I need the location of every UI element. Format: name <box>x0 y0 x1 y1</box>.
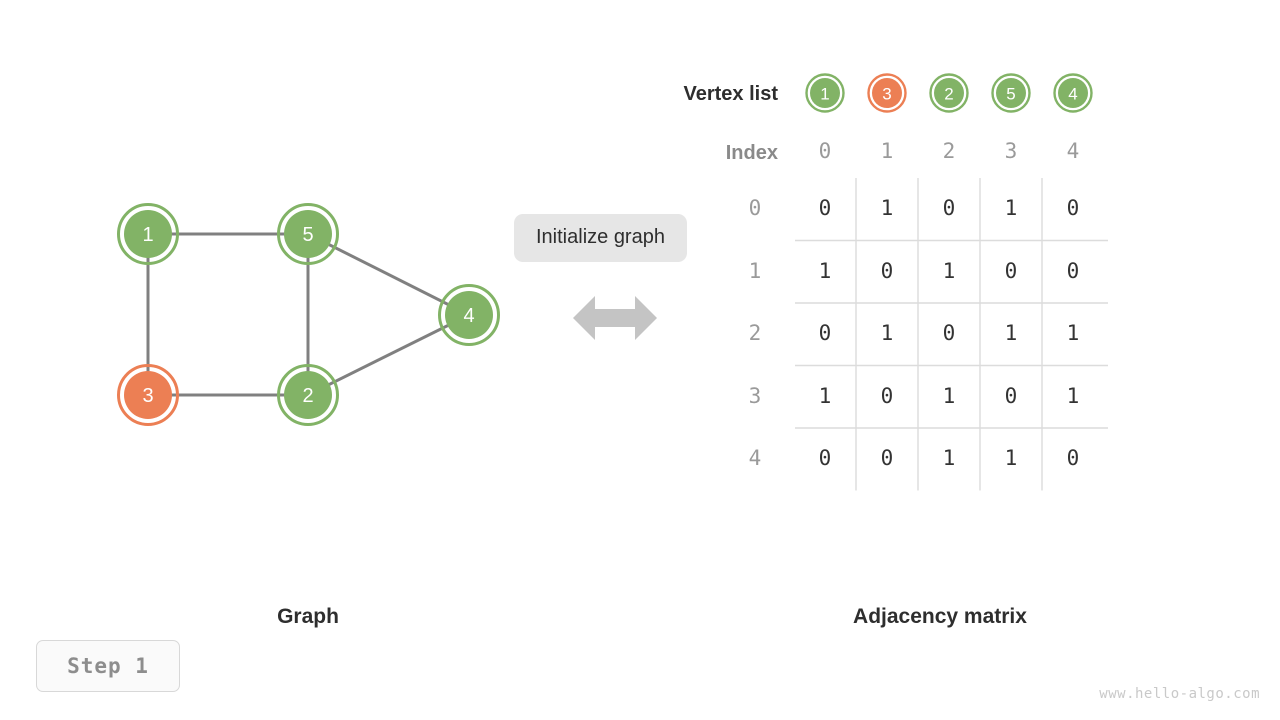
graph-vertex-label: 2 <box>302 385 313 407</box>
matrix-row-index-1: 1 <box>748 258 762 283</box>
vertex-chip-5[interactable]: 5 <box>991 73 1031 113</box>
matrix-cell-3-0: 1 <box>818 383 832 408</box>
svg-text:3: 3 <box>882 85 891 104</box>
graph-caption: Graph <box>277 605 339 628</box>
graph-vertex-1[interactable]: 1 <box>117 203 179 265</box>
matrix-cell-0-2: 0 <box>942 196 956 221</box>
double-headed-arrow-icon <box>573 296 657 345</box>
graph-vertex-ring <box>277 364 339 426</box>
matrix-cell-1-3: 0 <box>1004 258 1018 283</box>
matrix-cell-1-1: 0 <box>880 258 894 283</box>
svg-text:1: 1 <box>820 85 829 104</box>
graph-vertex-group: 1 5 4 3 2 <box>117 203 500 426</box>
graph-vertex-2[interactable]: 2 <box>277 364 339 426</box>
graph-vertex-ring <box>117 203 179 265</box>
svg-text:4: 4 <box>1068 85 1077 104</box>
vertex-chip-2[interactable]: 2 <box>929 73 969 113</box>
matrix-cell-4-3: 1 <box>1004 446 1018 471</box>
step-badge: Step 1 <box>36 640 180 692</box>
adjacency-matrix-panel: Vertex list Index 1 3 2 5 4 0 1 2 3 4 0 1 2 3 4 0 1 0 1… <box>640 40 1160 520</box>
matrix-column-index-0: 0 <box>818 139 832 163</box>
graph-vertex-label: 4 <box>463 305 474 327</box>
graph-figure: 1 5 4 3 2 <box>117 203 500 426</box>
matrix-column-index-1: 1 <box>880 139 894 163</box>
graph-panel: 1 5 4 3 2 <box>0 0 520 520</box>
matrix-cell-2-0: 0 <box>818 321 832 346</box>
matrix-cell-2-2: 0 <box>942 321 956 346</box>
graph-vertex-core <box>284 371 332 419</box>
matrix-cell-2-1: 1 <box>880 321 894 346</box>
graph-vertex-ring <box>438 284 500 346</box>
graph-edge <box>307 232 470 317</box>
matrix-cell-0-4: 0 <box>1066 196 1080 221</box>
graph-vertex-label: 3 <box>142 385 153 407</box>
graph-vertex-ring <box>277 203 339 265</box>
graph-vertex-label: 1 <box>142 224 153 246</box>
matrix-cell-0-0: 0 <box>818 196 832 221</box>
vertex-chip-3[interactable]: 3 <box>867 73 907 113</box>
matrix-cell-1-2: 1 <box>942 258 956 283</box>
graph-vertex-core <box>124 210 172 258</box>
graph-vertex-5[interactable]: 5 <box>277 203 339 265</box>
transition-group: Initialize graph <box>514 214 714 354</box>
matrix-cell-4-2: 1 <box>942 446 956 471</box>
adjacency-matrix-caption: Adjacency matrix <box>853 605 1027 628</box>
graph-vertex-label: 5 <box>302 224 313 246</box>
graph-vertex-3[interactable]: 3 <box>117 364 179 426</box>
vertex-chip-1[interactable]: 1 <box>805 73 845 113</box>
matrix-cell-3-4: 1 <box>1066 383 1080 408</box>
svg-text:2: 2 <box>944 85 953 104</box>
matrix-grid <box>795 178 1108 491</box>
matrix-cell-0-1: 1 <box>880 196 894 221</box>
svg-text:5: 5 <box>1006 85 1015 104</box>
index-row-title: Index <box>725 142 778 164</box>
matrix-cell-3-2: 1 <box>942 383 956 408</box>
matrix-row-index-3: 3 <box>748 383 762 408</box>
matrix-cell-4-0: 0 <box>818 446 832 471</box>
matrix-column-index-3: 3 <box>1004 139 1018 163</box>
graph-edge-group <box>146 232 470 397</box>
vertex-list-title: Vertex list <box>683 83 778 105</box>
matrix-cell-2-3: 1 <box>1004 321 1018 346</box>
matrix-cell-2-4: 1 <box>1066 321 1080 346</box>
graph-vertex-core <box>445 291 493 339</box>
graph-vertex-4[interactable]: 4 <box>438 284 500 346</box>
matrix-row-index-0: 0 <box>748 196 762 221</box>
matrix-row-index-2: 2 <box>748 321 762 346</box>
matrix-cell-1-4: 0 <box>1066 258 1080 283</box>
step-badge-label: Step 1 <box>67 654 149 678</box>
matrix-column-index-2: 2 <box>942 139 956 163</box>
matrix-cell-3-3: 0 <box>1004 383 1018 408</box>
matrix-cell-0-3: 1 <box>1004 196 1018 221</box>
transition-label: Initialize graph <box>514 214 687 262</box>
matrix-cell-1-0: 1 <box>818 258 832 283</box>
matrix-row-index-4: 4 <box>748 446 762 471</box>
graph-vertex-core <box>124 371 172 419</box>
graph-edge <box>307 313 470 397</box>
vertex-chip-4[interactable]: 4 <box>1053 73 1093 113</box>
matrix-cell-4-1: 0 <box>880 446 894 471</box>
watermark: www.hello-algo.com <box>1099 686 1260 702</box>
matrix-cell-3-1: 0 <box>880 383 894 408</box>
graph-vertex-core <box>284 210 332 258</box>
graph-vertex-ring <box>117 364 179 426</box>
matrix-column-index-4: 4 <box>1066 139 1080 163</box>
matrix-cell-4-4: 0 <box>1066 446 1080 471</box>
